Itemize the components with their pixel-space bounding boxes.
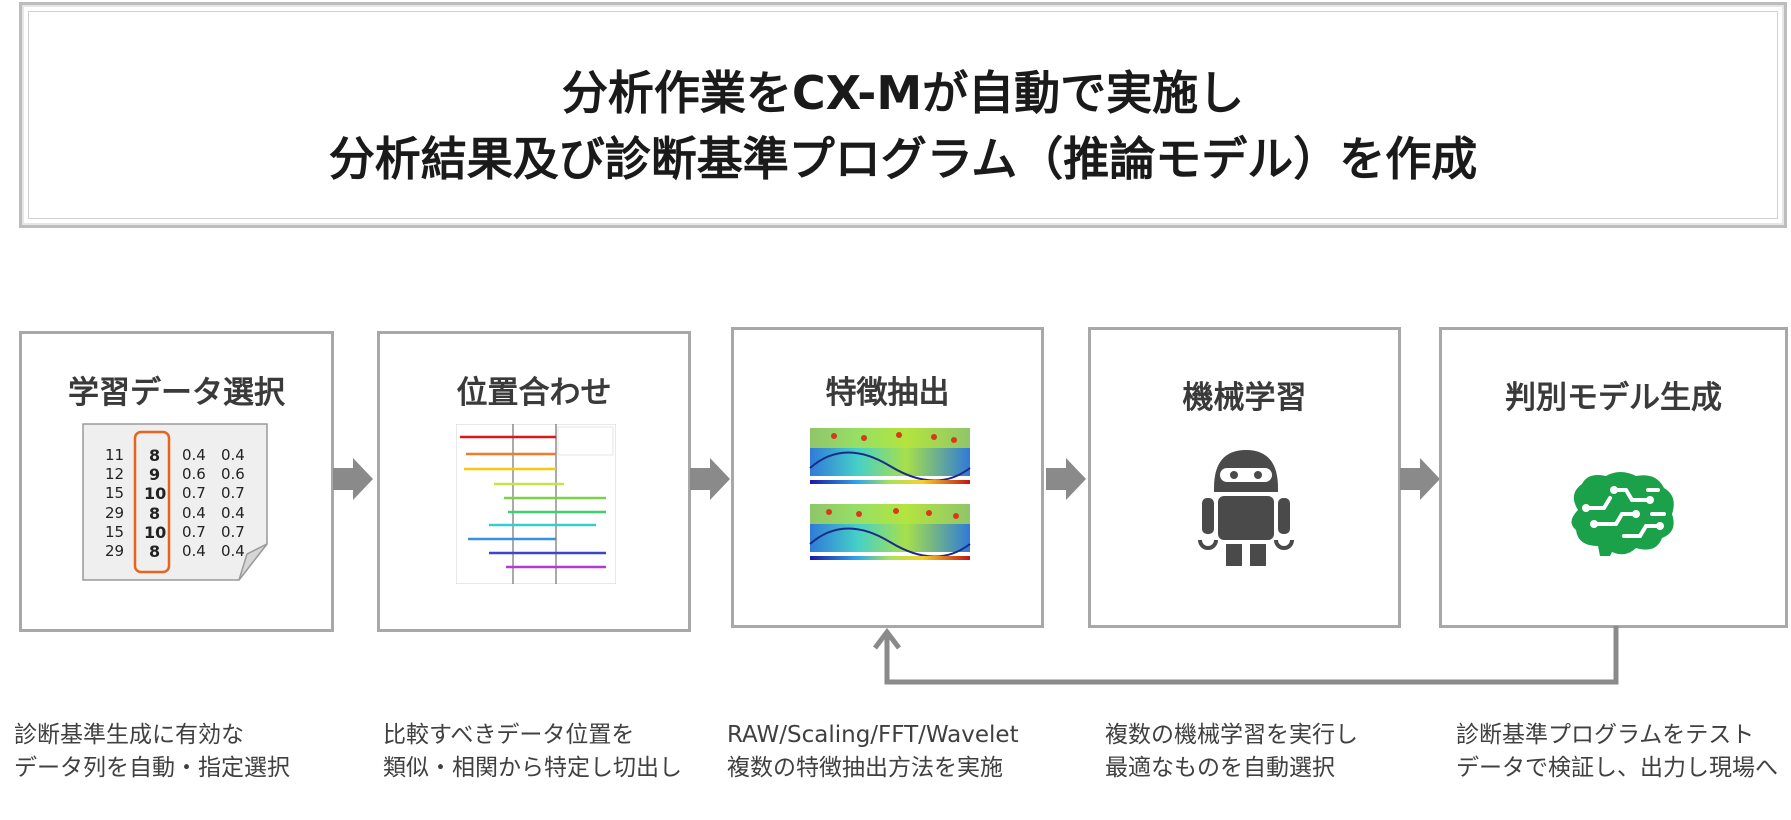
title-inner-frame — [28, 11, 1778, 219]
caption-line: RAW/Scaling/FFT/Wavelet — [727, 722, 1019, 748]
step-label: 学習データ選択 — [68, 375, 285, 411]
step-label: 位置合わせ — [456, 375, 612, 411]
table-cell: 0.7 — [221, 484, 245, 503]
feedback-loop-arrow-icon — [873, 626, 1619, 685]
table-cell: 11 — [105, 446, 125, 464]
step-caption-1: 診断基準生成に有効な データ列を自動・指定選択 — [14, 719, 290, 785]
circuit-brain-icon — [1571, 472, 1674, 556]
step-panel-machine-learning: 機械学習 — [1088, 327, 1401, 628]
table-cell: 12 — [105, 465, 125, 484]
table-cell-highlighted: 10 — [144, 484, 167, 504]
table-cell-highlighted: 8 — [149, 542, 161, 561]
step-label: 機械学習 — [1182, 380, 1307, 416]
step-panel-data-selection: 学習データ選択 11 8 0.4 0.4 12 9 0.6 0.6 15 10 0.7 0.7 29 8 0… — [19, 331, 334, 632]
flow-arrow-icon — [1400, 458, 1440, 500]
table-cell: 0.7 — [221, 522, 245, 541]
table-cell-highlighted: 8 — [149, 503, 161, 523]
title-line-1: 分析作業をCX-Mが自動で実施し — [561, 66, 1245, 120]
flow-arrow-icon — [1046, 458, 1086, 500]
caption-line: データ列を自動・指定選択 — [14, 755, 290, 781]
table-cell: 15 — [105, 484, 125, 503]
table-cell: 29 — [105, 503, 125, 522]
step-caption-4: 複数の機械学習を実行し 最適なものを自動選択 — [1105, 719, 1358, 785]
wavelet-spectrogram-icon — [809, 428, 971, 560]
table-cell: 15 — [105, 522, 125, 541]
table-cell: 0.4 — [182, 503, 206, 522]
step-caption-3: RAW/Scaling/FFT/Wavelet 複数の特徴抽出方法を実施 — [727, 719, 1019, 785]
robot-icon — [1198, 450, 1294, 566]
table-cell: 0.7 — [182, 484, 206, 503]
table-cell: 29 — [105, 542, 125, 560]
data-table-document-icon — [82, 423, 268, 581]
flow-arrow-icon — [690, 458, 730, 500]
table-cell-highlighted: 9 — [149, 465, 161, 485]
aligned-waveforms-plot-icon — [456, 424, 616, 584]
step-panel-feature-extraction: 特徴抽出 — [731, 327, 1044, 628]
table-cell: 0.4 — [221, 446, 245, 464]
caption-line: 複数の機械学習を実行し — [1105, 722, 1358, 748]
caption-line: 診断基準生成に有効な — [14, 722, 244, 748]
table-cell: 0.4 — [182, 446, 206, 464]
caption-line: 最適なものを自動選択 — [1105, 755, 1335, 781]
caption-line: データで検証し、出力し現場へ — [1456, 755, 1778, 781]
title-box: 分析作業をCX-Mが自動で実施し 分析結果及び診断基準プログラム（推論モデル）を… — [19, 2, 1787, 228]
step-label: 特徴抽出 — [825, 375, 950, 411]
step-caption-5: 診断基準プログラムをテスト データで検証し、出力し現場へ — [1456, 719, 1778, 785]
caption-line: 類似・相関から特定し切出し — [383, 755, 682, 781]
table-cell: 0.6 — [182, 465, 206, 484]
highlight-column-frame — [133, 430, 171, 574]
table-cell-highlighted: 10 — [144, 522, 167, 542]
table-cell: 0.4 — [221, 503, 245, 522]
table-cell: 0.6 — [221, 465, 245, 484]
title-line-2: 分析結果及び診断基準プログラム（推論モデル）を作成 — [328, 132, 1478, 186]
step-panel-model-generation: 判別モデル生成 — [1439, 327, 1788, 628]
flow-arrow-icon — [333, 458, 373, 500]
step-label: 判別モデル生成 — [1505, 380, 1722, 416]
step-caption-2: 比較すべきデータ位置を 類似・相関から特定し切出し — [383, 719, 682, 785]
caption-line: 比較すべきデータ位置を — [383, 722, 635, 748]
table-cell: 0.7 — [182, 522, 206, 541]
step-panel-alignment: 位置合わせ — [377, 331, 691, 632]
table-cell-highlighted: 8 — [149, 446, 161, 465]
caption-line: 診断基準プログラムをテスト — [1456, 722, 1755, 748]
table-cell: 0.4 — [182, 542, 206, 560]
caption-line: 複数の特徴抽出方法を実施 — [727, 755, 1003, 781]
table-cell: 0.4 — [221, 542, 245, 560]
